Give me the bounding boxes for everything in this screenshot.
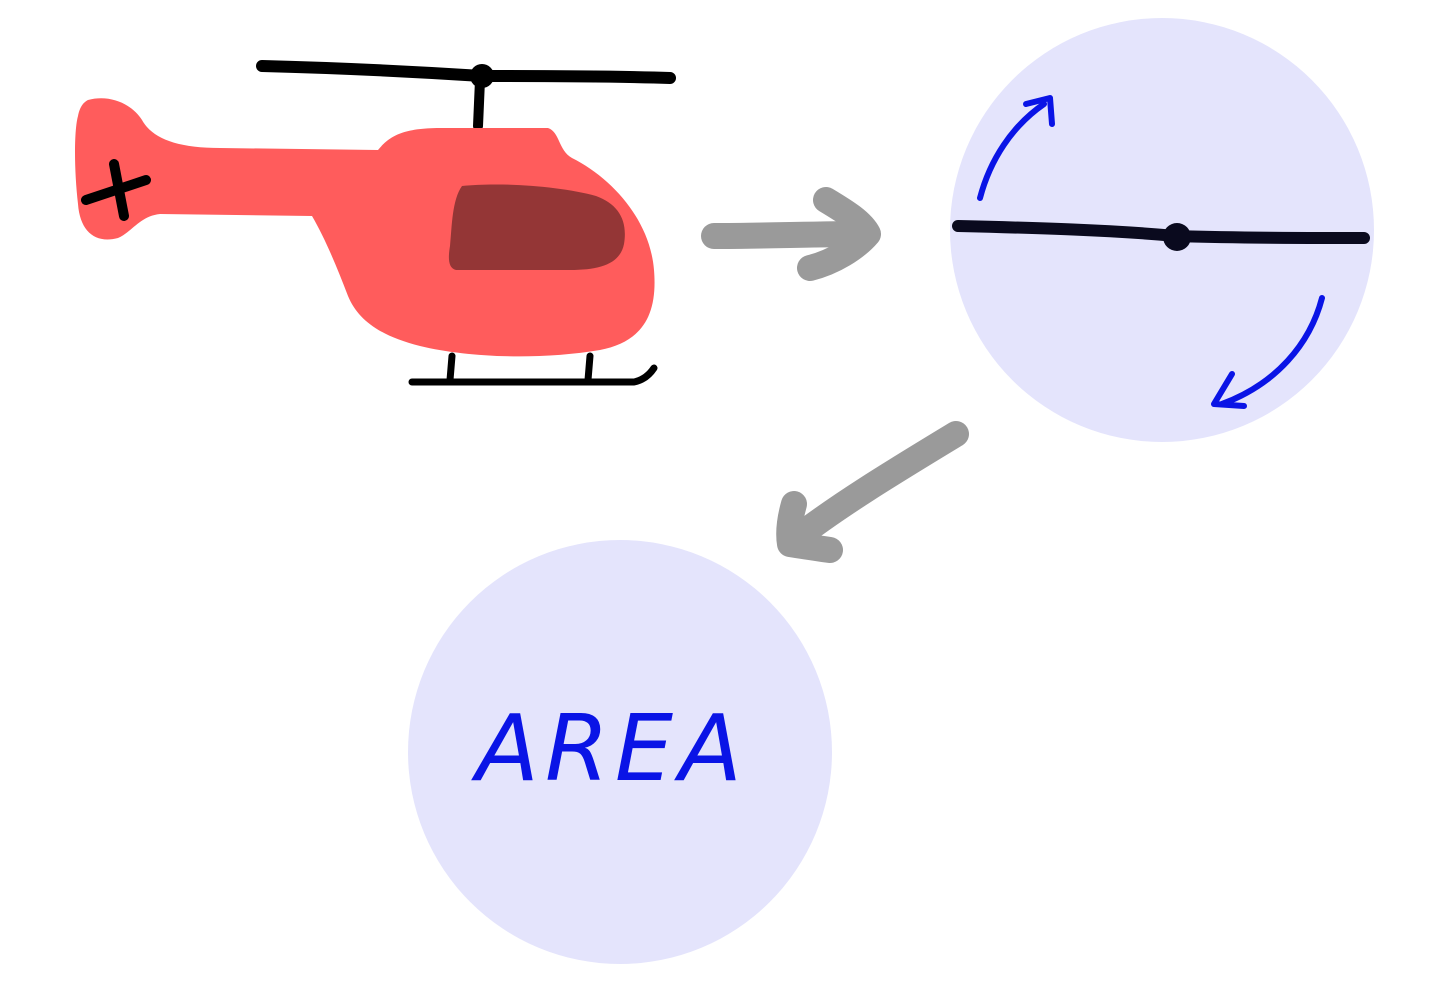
area-circle: AREA <box>408 540 832 964</box>
flow-arrow-shaft-2 <box>781 421 969 553</box>
rotation-arrow-icon <box>977 95 1055 201</box>
rotation-arrow-top-head <box>1023 95 1055 127</box>
area-circle-background <box>408 540 832 964</box>
helicopter-body <box>75 98 655 357</box>
flow-arrow-head-2 <box>776 491 843 563</box>
tail-cross-mark <box>81 159 151 221</box>
rotation-arrow-bottom-head <box>1211 371 1247 409</box>
flow-arrow-head-1 <box>797 187 881 281</box>
flow-arrow-shaft-1 <box>701 221 879 249</box>
flow-arrow-icon <box>701 187 881 281</box>
rotor-blade-hub <box>1163 223 1191 251</box>
rotation-arrow-icon <box>1211 295 1325 409</box>
rotation-arrow-bottom-curve <box>1219 295 1325 407</box>
cockpit-window <box>448 184 625 270</box>
landing-gear-struts <box>446 352 594 384</box>
area-label: AREA <box>471 695 748 802</box>
rotor-mast <box>473 75 485 131</box>
main-rotor-blade <box>256 60 676 84</box>
flow-arrow-icon <box>776 421 969 563</box>
landing-skid <box>408 364 658 386</box>
helicopter-icon <box>75 60 676 386</box>
rotor-circle <box>950 18 1374 442</box>
rotation-arrow-top-curve <box>977 101 1047 201</box>
